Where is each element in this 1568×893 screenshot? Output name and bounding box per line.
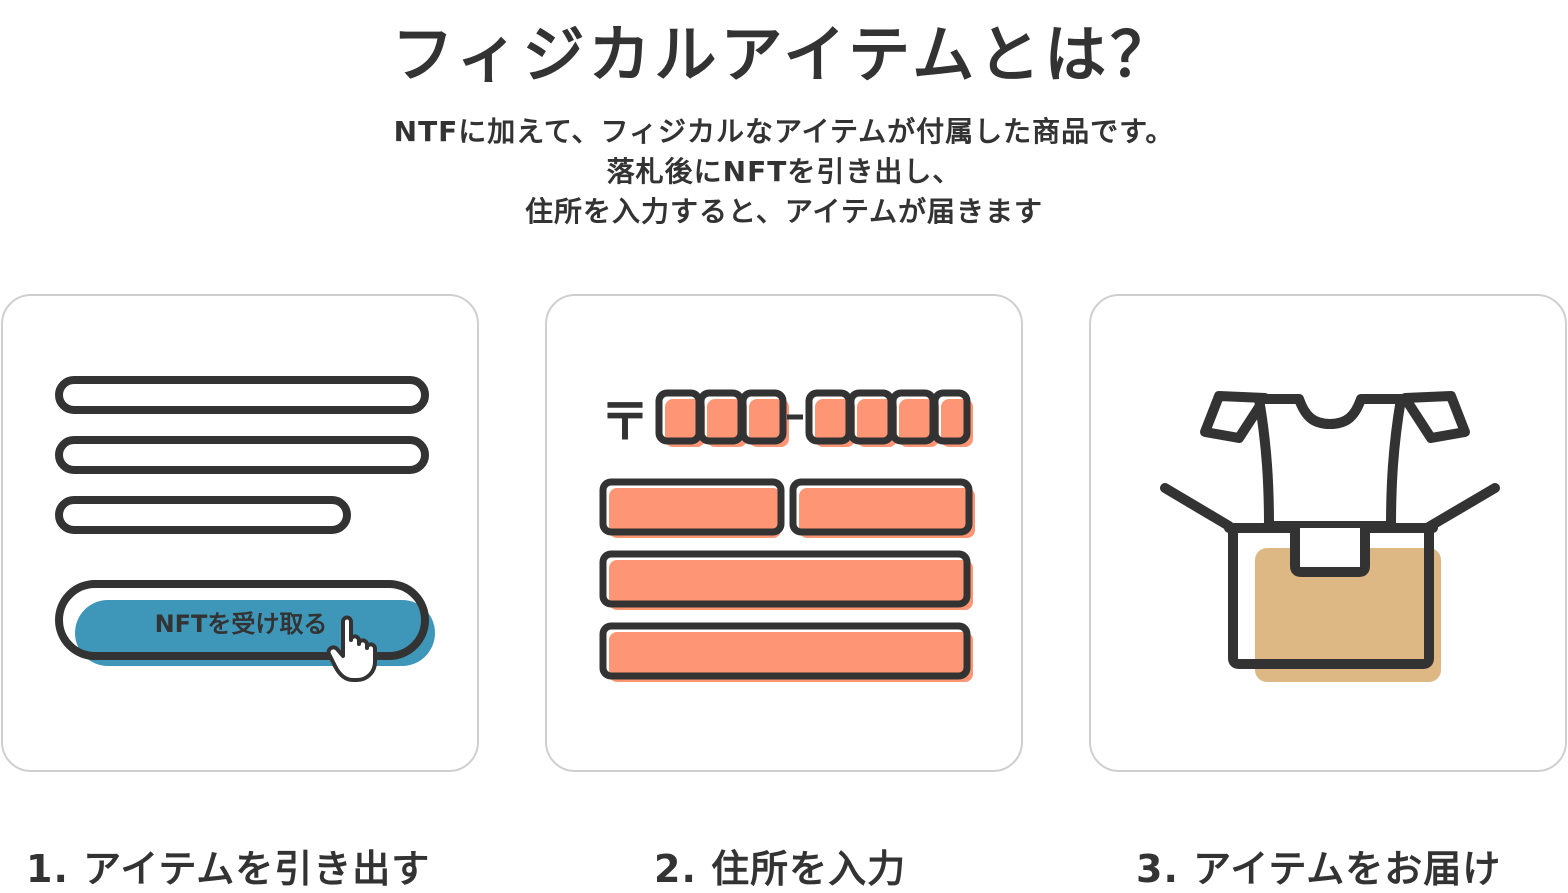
delivery-box-illustration <box>1160 391 1500 682</box>
text-line-bar <box>55 376 429 414</box>
hand-cursor-icon <box>326 615 377 682</box>
description: NTFに加えて、フィジカルなアイテムが付属した商品です。 落札後にNFTを引き出… <box>0 112 1568 232</box>
address-field-row-3 <box>599 622 973 682</box>
button-outline <box>55 580 429 660</box>
box-flap-left <box>1160 483 1234 531</box>
address-field-row-2 <box>599 550 973 610</box>
text-line-bar <box>55 436 429 474</box>
t-shirt-icon <box>1200 391 1470 531</box>
description-line-2: 落札後にNFTを引き出し、 <box>606 155 962 188</box>
address-field-row-1 <box>599 478 975 538</box>
card-withdraw: NFTを受け取る <box>1 294 479 772</box>
description-line-1: NTFに加えて、フィジカルなアイテムが付属した商品です。 <box>393 115 1175 148</box>
postal-code-boxes <box>655 389 973 447</box>
postal-mark: 〒 <box>600 393 650 451</box>
step-1-label: 1. アイテムを引き出す <box>26 847 431 891</box>
step-2-label: 2. 住所を入力 <box>654 847 907 891</box>
description-line-3: 住所を入力すると、アイテムが届きます <box>524 195 1044 228</box>
receive-nft-button-label[interactable]: NFTを受け取る <box>155 610 328 638</box>
page-title: フィジカルアイテムとは？ <box>391 18 1177 91</box>
withdraw-illustration: NFTを受け取る <box>55 376 435 682</box>
box-outline <box>1228 523 1434 669</box>
text-line-bar <box>55 496 351 534</box>
box-fill <box>1255 548 1441 682</box>
card-delivery <box>1089 294 1567 772</box>
address-form-illustration: 〒 <box>599 389 975 682</box>
card-address: 〒 <box>545 294 1023 772</box>
box-tape <box>1290 528 1370 577</box>
step-3-label: 3. アイテムをお届け <box>1136 847 1502 891</box>
box-flap-right <box>1422 483 1500 533</box>
